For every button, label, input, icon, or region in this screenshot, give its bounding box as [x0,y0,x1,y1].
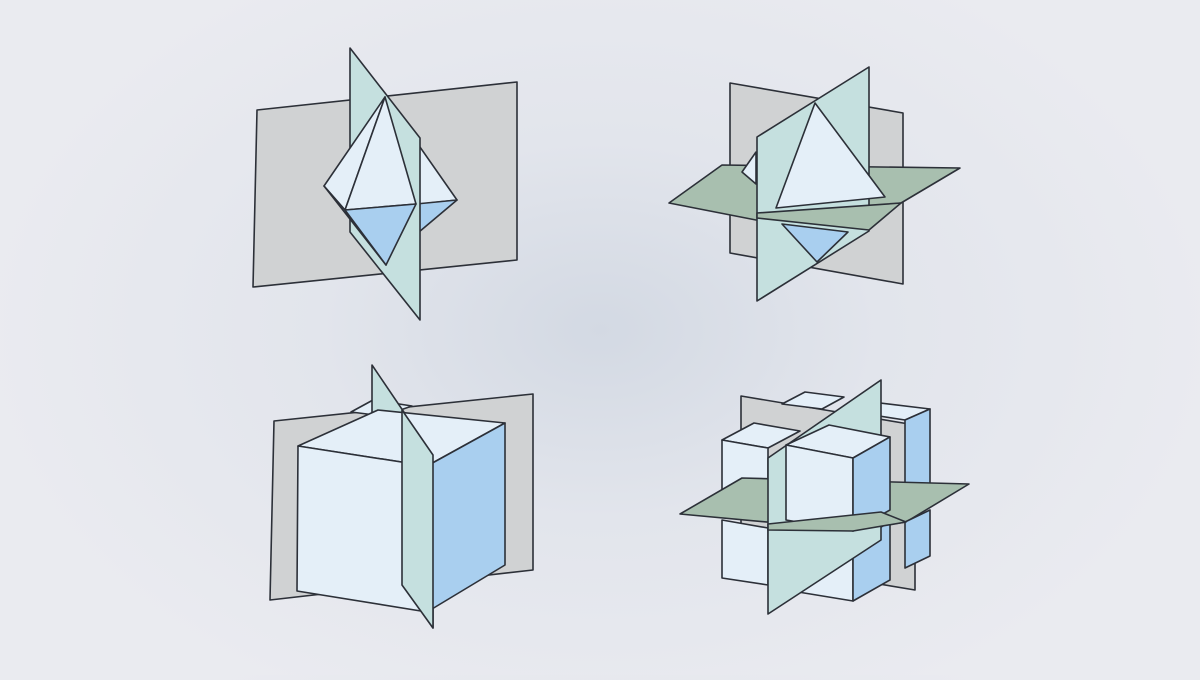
cube-back-top-left [781,391,845,410]
octahedron-face-back-left [741,151,757,185]
side-plane-front-fin [401,409,434,629]
octahedron-face-lower-front [344,203,417,266]
panel-cube-three-planes [679,379,970,615]
horizontal-plane-front-strip [767,511,907,532]
panel-octahedron-three-planes [668,66,961,302]
panel-octahedron-vertical-planes [252,47,518,321]
cube-lower-back-right-side [904,509,931,569]
horizontal-plane-front-strip [756,202,902,231]
cube-upper-right-side [852,436,891,532]
panel-cube-vertical-planes [269,364,534,629]
octahedron-face-lower-front [781,223,849,263]
cube-lower-left-front [721,519,769,586]
octahedron-face-upper-front [775,102,886,209]
